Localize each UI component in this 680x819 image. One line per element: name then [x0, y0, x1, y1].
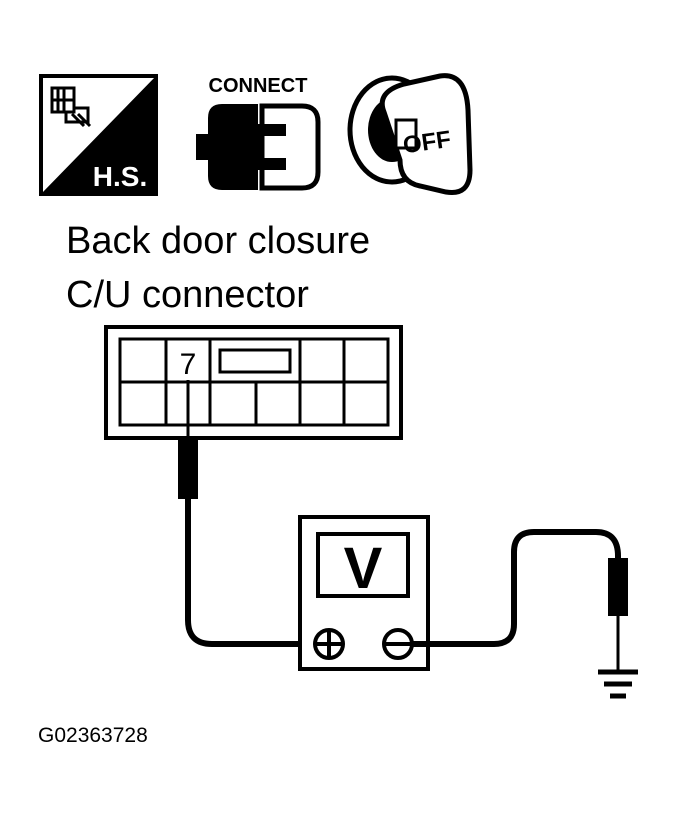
negative-probe — [412, 529, 628, 672]
cu-connector: 7 — [104, 325, 403, 440]
caption-line-2: C/U connector — [66, 274, 309, 316]
positive-terminal — [313, 628, 345, 660]
caption-line-1: Back door closure — [66, 220, 371, 262]
positive-probe — [178, 380, 310, 647]
meter-symbol: V — [344, 536, 383, 601]
hs-label: H.S. — [93, 161, 147, 192]
voltmeter: V — [298, 515, 430, 671]
ground-icon — [598, 669, 638, 699]
harness-sensor-icon: H.S. — [39, 74, 158, 196]
ignition-key-off-icon: OFF — [347, 73, 473, 196]
figure-id: G02363728 — [38, 724, 148, 747]
negative-terminal — [382, 628, 414, 660]
connect-label: CONNECT — [209, 75, 308, 97]
terminal-7-label: 7 — [180, 348, 197, 381]
off-label: OFF — [401, 126, 452, 159]
connector-connect-icon: CONNECT — [196, 75, 321, 191]
